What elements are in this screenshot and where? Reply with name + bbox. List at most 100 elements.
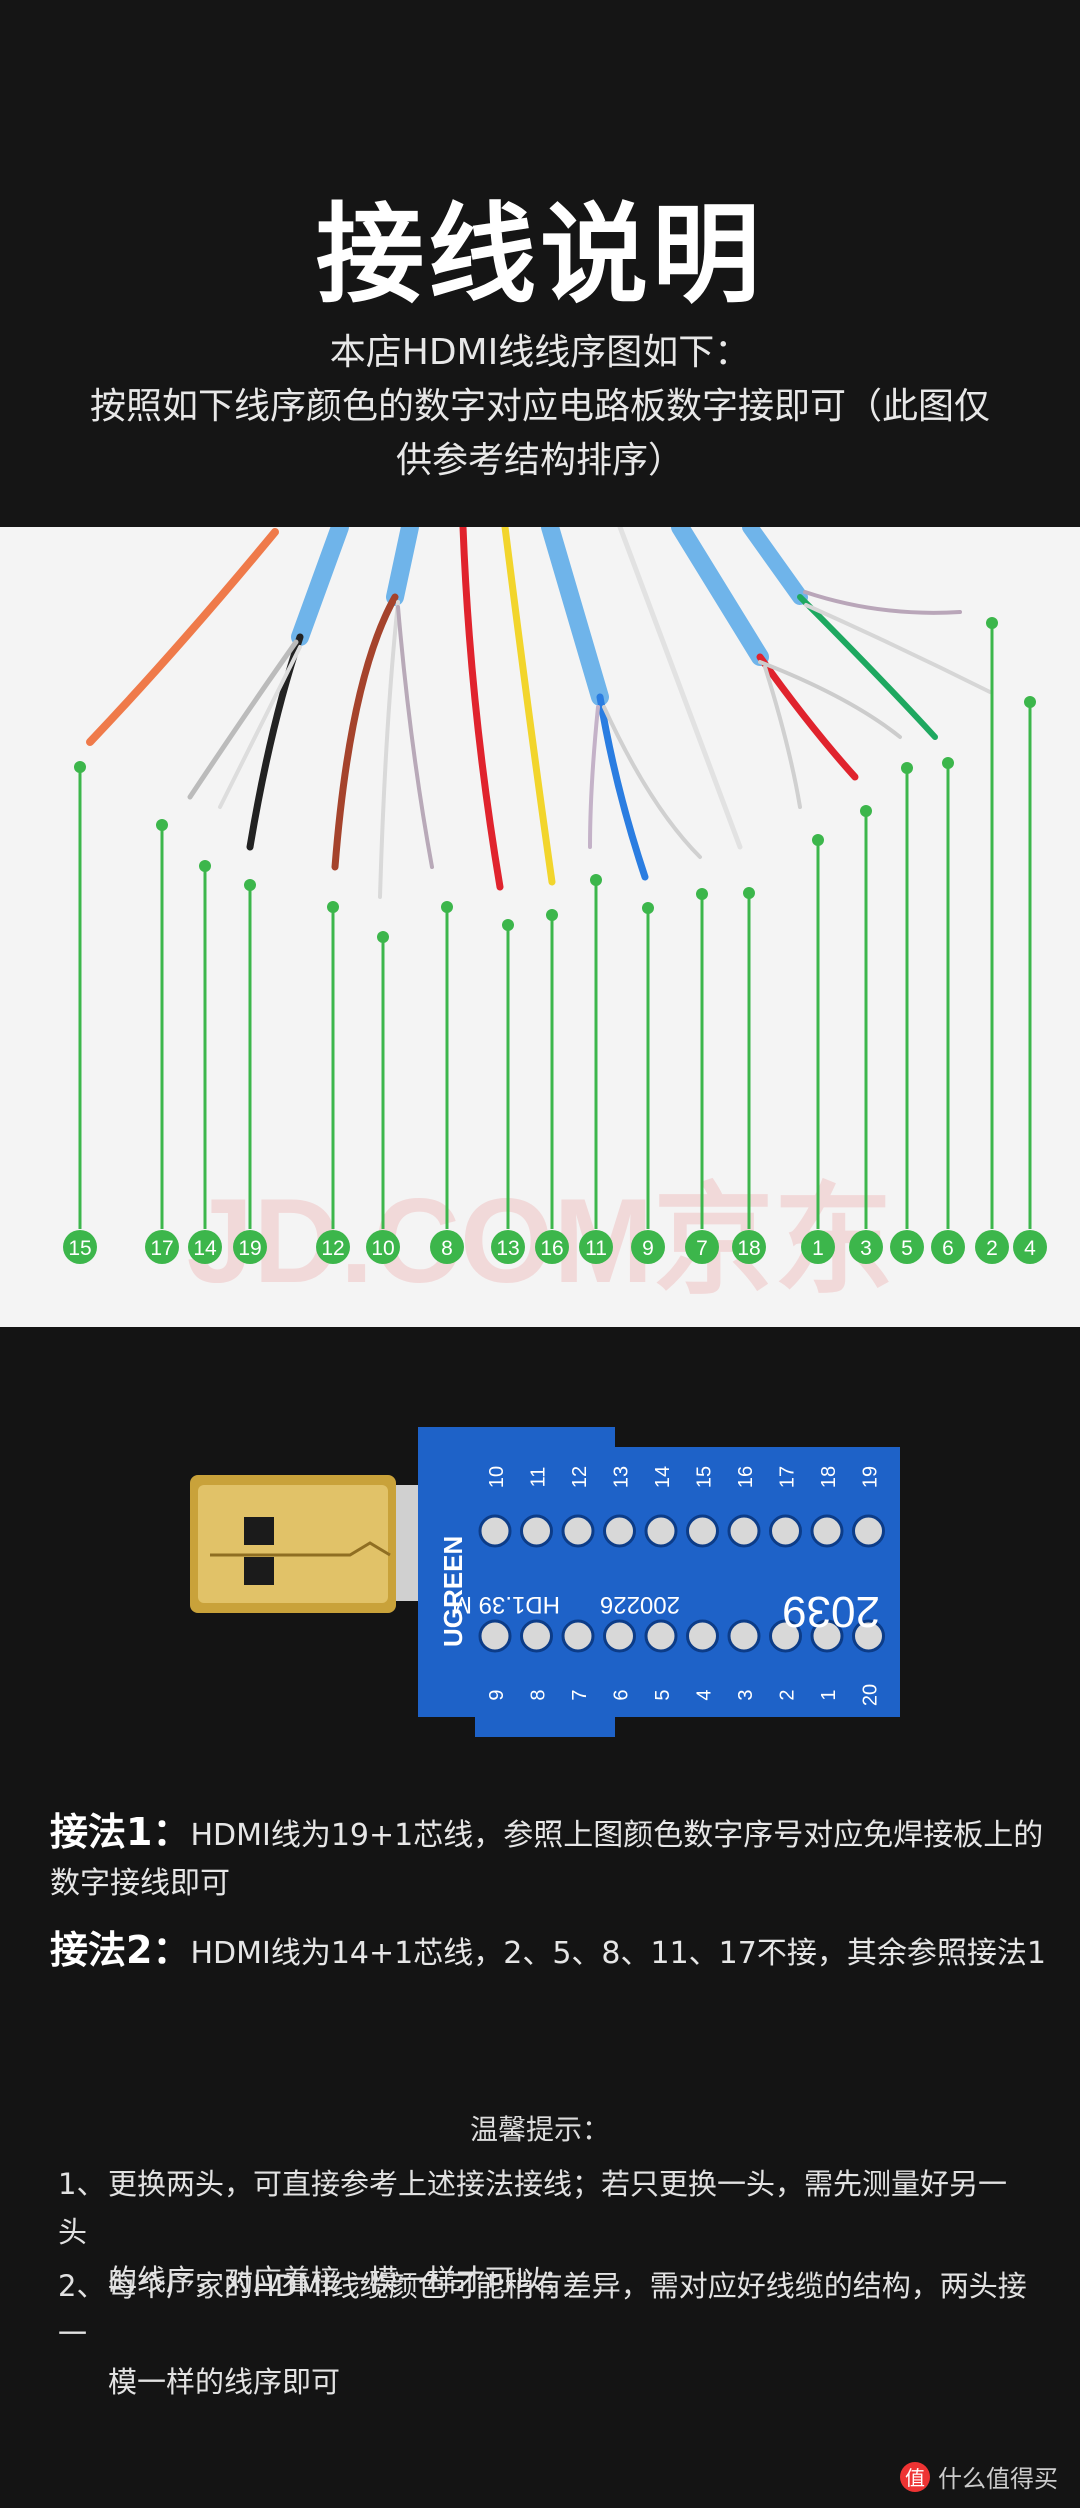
wire-white-1 [218, 645, 302, 809]
method-2-text: HDMI线为14+1芯线，2、5、8、11、17不接，其余参照接法1 [190, 1936, 1046, 1971]
pin-label-badge [535, 1230, 569, 1264]
tip-item-1: 1、更换两头，可直接参考上述接法接线；若只更换一头，需先测量好另一头 的线序，对… [58, 2160, 1028, 2304]
pcb-pad [561, 1619, 595, 1653]
pin-dot [244, 879, 256, 891]
tip-2-line-2: 模一样的线序即可 [108, 2365, 341, 2399]
pin-label-10: 10 [371, 1237, 394, 1260]
pcb-date-label: 200226 [600, 1591, 680, 1618]
pcb-bottom-number: 9 [486, 1689, 508, 1700]
pcb-code-label: 2039 [782, 1587, 880, 1636]
pcb-pad [644, 1514, 678, 1548]
connector-seam [210, 1541, 391, 1557]
pin-label-11: 11 [585, 1237, 607, 1260]
pin-dot [642, 902, 654, 914]
wire-blue [596, 693, 649, 881]
wire-orange [86, 528, 279, 746]
wire-yellow [501, 527, 556, 886]
wire-white-5 [763, 665, 802, 809]
pcb-bottom-number: 8 [528, 1689, 550, 1700]
wire-green [797, 594, 938, 740]
wire-gray-1 [187, 639, 299, 800]
pin-label-badge [732, 1230, 766, 1264]
pin-label-badge [491, 1230, 525, 1264]
pcb-pad [478, 1514, 512, 1548]
pin-label-badge [63, 1230, 97, 1264]
method-1: 接法1：HDMI线为19+1芯线，参照上图颜色数字序号对应免焊接板上的 数字接线… [50, 1808, 1050, 1908]
pin-label-12: 12 [321, 1237, 344, 1260]
pcb-top-number: 16 [735, 1466, 757, 1488]
pin-dot [546, 909, 558, 921]
pcb-bottom-number: 3 [735, 1689, 757, 1700]
tip-2-line-1: 每个厂家的HDMI线缆颜色可能稍有差异，需对应好线缆的结构，两头接一 [58, 2269, 1027, 2351]
method-2-label: 接法2： [50, 1928, 191, 1972]
pin-dot [986, 617, 998, 629]
method-1-text-2: 数字接线即可 [50, 1866, 230, 1901]
pcb-bottom-number: 2 [777, 1689, 799, 1700]
wire-shield-blue-3 [541, 527, 609, 706]
watermark-text: 什么值得买 [938, 2465, 1058, 2493]
pcb-bottom-number: 20 [860, 1684, 882, 1706]
method-1-text: HDMI线为19+1芯线，参照上图颜色数字序号对应免焊接板上的 [190, 1818, 1044, 1853]
wire-shield-blue-5 [742, 527, 808, 605]
wire-white-7 [804, 603, 992, 694]
pcb-top-number: 17 [777, 1466, 799, 1488]
pin-label-badge [1013, 1230, 1047, 1264]
wire-red-2 [756, 653, 859, 781]
pin-label-badge [931, 1230, 965, 1264]
pin-label-13: 13 [496, 1237, 519, 1260]
pcb-top-number: 19 [860, 1466, 882, 1488]
pin-label-19: 19 [238, 1237, 261, 1260]
pcb-pad [520, 1619, 553, 1653]
pin-label-6: 6 [942, 1237, 954, 1260]
pin-label-badge [430, 1230, 464, 1264]
pcb-brand: UGREEN [438, 1536, 468, 1647]
method-1-label: 接法1： [50, 1810, 191, 1854]
pin-dot [156, 819, 168, 831]
pcb-top-number: 14 [652, 1466, 674, 1488]
pin-label-badge [579, 1230, 613, 1264]
hdmi-connector-face [198, 1485, 388, 1603]
pcb-pad [727, 1514, 761, 1548]
pcb-pad [769, 1514, 802, 1548]
pcb-pad [686, 1514, 719, 1548]
pin-dot [696, 888, 708, 900]
wire-shield-blue-4 [671, 527, 769, 666]
wire-red-1 [459, 527, 504, 891]
tip-item-2: 2、每个厂家的HDMI线缆颜色可能稍有差异，需对应好线缆的结构，两头接一 模一样… [58, 2262, 1028, 2406]
page-title: 接线说明 [315, 193, 764, 318]
pcb-pad [478, 1619, 512, 1653]
pin-dot [901, 762, 913, 774]
pcb-top-number: 18 [818, 1466, 840, 1488]
pin-label-9: 9 [642, 1237, 654, 1260]
pcb-code: 2039 [782, 1587, 880, 1636]
pin-dot [327, 901, 339, 913]
pin-label-badge [801, 1230, 835, 1264]
subtitle-line-3: 供参考结构排序） [395, 440, 684, 481]
pin-label-14: 14 [193, 1237, 217, 1260]
watermark-logo-icon: 值 [900, 2461, 930, 2492]
pcb-brand-label: UGREEN [438, 1536, 468, 1647]
pcb-top-number: 15 [694, 1466, 716, 1488]
pin-label-7: 7 [696, 1237, 708, 1260]
pin-label-4: 4 [1024, 1237, 1036, 1260]
wire-white-6 [758, 660, 902, 739]
pin-label-badge [890, 1230, 924, 1264]
pcb-pad [810, 1619, 844, 1653]
method-2: 接法2：HDMI线为14+1芯线，2、5、8、11、17不接，其余参照接法1 [50, 1926, 1050, 1978]
tips-heading: 温馨提示： [469, 2113, 610, 2146]
pin-label-badge [685, 1230, 719, 1264]
wire-white-3 [602, 705, 702, 859]
pin-label-18: 18 [737, 1237, 760, 1260]
pcb-pad [686, 1619, 719, 1653]
pin-label-15: 15 [68, 1237, 91, 1260]
pcb-pad [727, 1619, 761, 1653]
pcb-pad [603, 1514, 636, 1548]
pcb-pad [810, 1514, 844, 1548]
pcb-bottom-number: 7 [569, 1689, 591, 1700]
pcb-pad [520, 1514, 553, 1548]
pin-label-16: 16 [540, 1237, 563, 1260]
pcb-top-number: 10 [486, 1466, 508, 1488]
pin-label-badge [366, 1230, 400, 1264]
